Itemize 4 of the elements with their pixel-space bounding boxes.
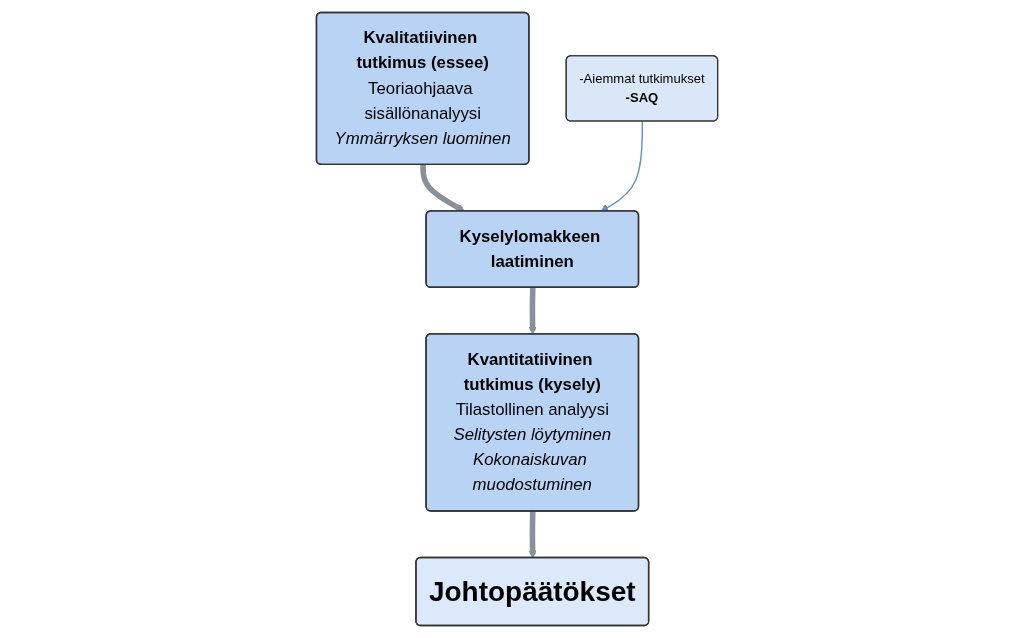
arrow (420, 164, 466, 212)
arrow (528, 287, 538, 335)
arrow (528, 511, 538, 559)
arrow (600, 120, 644, 212)
